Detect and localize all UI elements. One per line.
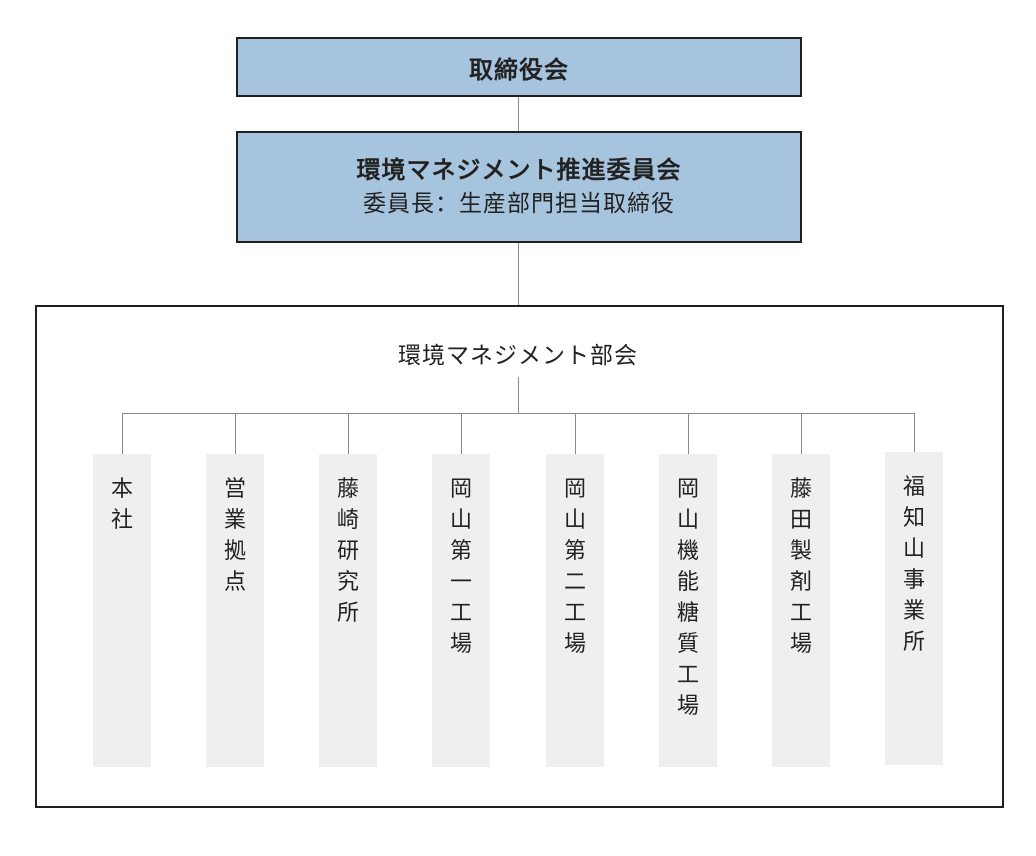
connector-board-committee <box>518 97 519 131</box>
connector-site-drop <box>122 413 123 454</box>
board-of-directors-box: 取締役会 <box>236 37 802 97</box>
site-label: 営業拠点 <box>223 477 246 595</box>
connector-committee-subcommittee <box>518 243 519 305</box>
connector-site-drop <box>348 413 349 454</box>
environment-committee-box: 環境マネジメント推進委員会 委員長：生産部門担当取締役 <box>236 131 802 243</box>
connector-subcommittee-trunk <box>518 377 519 413</box>
environment-subcommittee-box <box>35 305 1004 808</box>
site-label: 岡山第一工場 <box>449 477 472 657</box>
site-box-sales-offices: 営業拠点 <box>206 454 264 767</box>
site-box-fujisaki-lab: 藤崎研究所 <box>319 454 377 767</box>
connector-site-drop <box>914 413 915 454</box>
site-box-okayama-functional-sugar-plant: 岡山機能糖質工場 <box>659 454 717 767</box>
site-label: 福知山事業所 <box>902 475 925 655</box>
site-box-fujita-pharma-plant: 藤田製剤工場 <box>772 454 830 767</box>
site-box-head-office: 本社 <box>93 454 151 767</box>
subcommittee-title: 環境マネジメント部会 <box>398 343 638 369</box>
committee-title: 環境マネジメント推進委員会 <box>356 156 682 184</box>
site-label: 岡山第二工場 <box>563 477 586 657</box>
board-title: 取締役会 <box>469 55 569 84</box>
connector-site-drop <box>575 413 576 454</box>
site-box-okayama-plant-1: 岡山第一工場 <box>432 454 490 767</box>
connector-site-drop <box>461 413 462 454</box>
site-label: 岡山機能糖質工場 <box>676 477 699 719</box>
site-label: 藤崎研究所 <box>336 477 359 626</box>
committee-chair: 委員長：生産部門担当取締役 <box>363 191 675 217</box>
connector-site-drop <box>801 413 802 454</box>
connector-sites-bus <box>122 413 915 414</box>
connector-site-drop <box>688 413 689 454</box>
site-box-okayama-plant-2: 岡山第二工場 <box>546 454 604 767</box>
site-label: 藤田製剤工場 <box>789 477 812 657</box>
site-box-fukuchiyama-office: 福知山事業所 <box>885 452 943 765</box>
connector-site-drop <box>235 413 236 454</box>
site-label: 本社 <box>110 477 133 533</box>
